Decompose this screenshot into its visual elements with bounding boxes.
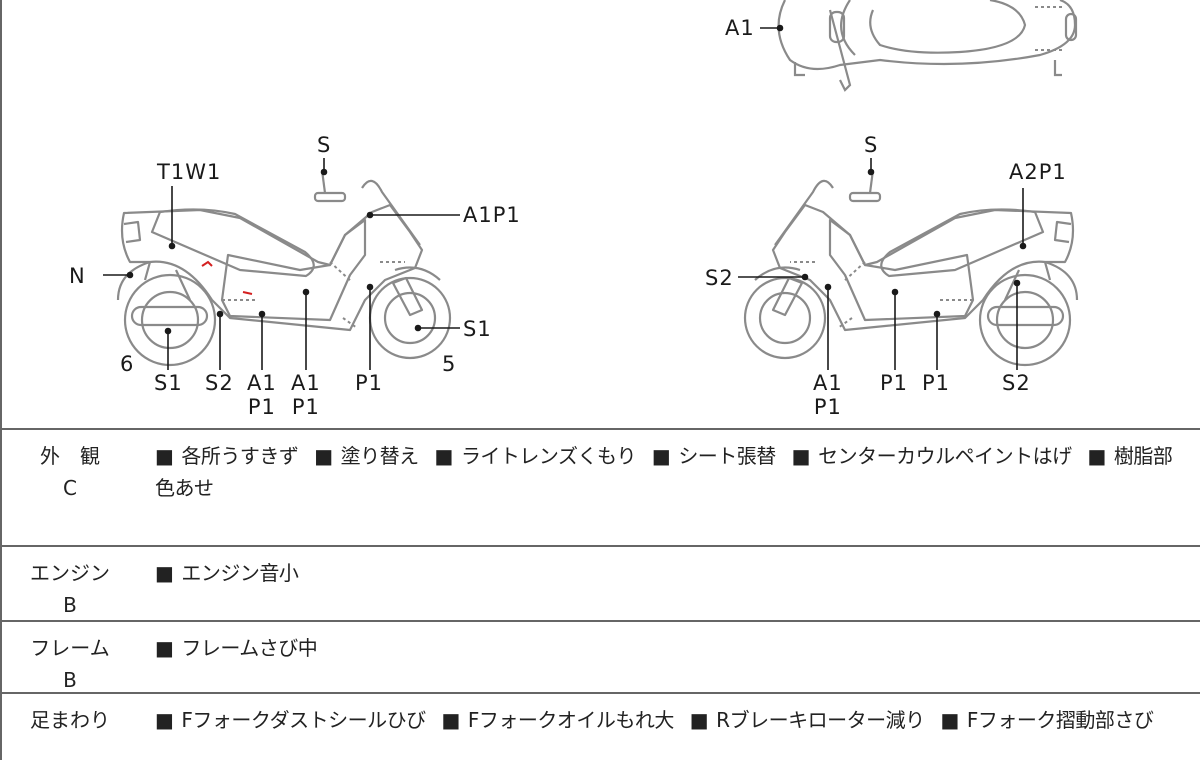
row-items: ■各所うすきず ■塗り替え ■ライトレンズくもり ■シート張替 ■センターカウル…: [155, 440, 1185, 504]
label-p1: P1: [247, 395, 276, 419]
bullet-square-icon: ■: [314, 444, 333, 468]
left-label-5: 5: [442, 352, 457, 376]
condition-item: ■ Rブレーキローター減り: [690, 708, 925, 732]
right-side-view-drawing: [743, 168, 1079, 367]
condition-item: ■ センターカウルペイントはげ: [792, 444, 1072, 468]
grade-label: B: [63, 593, 77, 617]
right-label-a2p1: A2P1: [1009, 160, 1067, 184]
condition-item: ■ フレームさび中: [155, 636, 318, 660]
category-label: 足まわり: [30, 708, 110, 732]
left-label-a1p1: A1P1: [463, 203, 521, 227]
row-category: 足まわり: [0, 704, 140, 736]
condition-item: ■ Fフォーク摺動部さび: [940, 708, 1153, 732]
grade-label: C: [63, 476, 77, 500]
condition-text: センターカウルペイントはげ: [818, 444, 1072, 468]
table-row-suspension: 足まわり ■ Fフォークダストシールひび ■ Fフォークオイルもれ大 ■ Rブレーキロ…: [0, 692, 1200, 774]
top-view-label-a1: A1: [725, 16, 755, 40]
right-label-p1-b: P1: [922, 371, 951, 395]
bullet-square-icon: ■: [689, 708, 709, 732]
left-label-s1-front: S1: [463, 317, 492, 341]
label-a1: A1: [291, 371, 321, 395]
bullet-square-icon: ■: [940, 708, 959, 732]
condition-item: ■ 塗り替え: [314, 444, 420, 468]
condition-text: Rブレーキローター減り: [716, 708, 925, 732]
bullet-square-icon: ■: [155, 636, 174, 660]
left-label-t1w1: T1W1: [157, 160, 222, 184]
bullet-square-icon: ■: [155, 561, 174, 585]
condition-text: エンジン音小: [181, 561, 299, 585]
condition-text: Fフォークダストシールひび: [181, 708, 426, 732]
condition-item: ■ Fフォークダストシールひび: [155, 708, 426, 732]
condition-text: シート張替: [678, 444, 776, 468]
bullet-square-icon: ■: [155, 444, 174, 468]
damage-marks: [201, 260, 253, 295]
label-p1: P1: [291, 395, 320, 419]
row-items: ■ フレームさび中: [155, 632, 1185, 664]
condition-text: 各所うすきず: [181, 444, 299, 468]
category-label: エンジン: [30, 561, 110, 585]
leader-lines: [103, 24, 1027, 370]
bullet-square-icon: ■: [1087, 444, 1106, 468]
right-label-s: S: [864, 133, 879, 157]
condition-item: ■ 各所うすきず: [155, 444, 299, 468]
right-label-s2-rear: S2: [1002, 371, 1031, 395]
left-label-s: S: [317, 133, 332, 157]
top-view-drawing: [777, 0, 1078, 92]
category-label: 外 観: [40, 444, 100, 468]
left-label-s2: S2: [205, 371, 234, 395]
condition-text: 塗り替え: [340, 444, 420, 468]
condition-item: ■樹脂部色あせ: [155, 444, 1173, 500]
bullet-square-icon: ■: [434, 444, 454, 468]
left-label-s1-rear: S1: [154, 371, 183, 395]
left-label-p1: P1: [355, 371, 384, 395]
row-category: エンジン B: [0, 557, 140, 621]
condition-item: ■ エンジン音小: [155, 561, 299, 585]
label-a1: A1: [813, 371, 843, 395]
right-label-p1-a: P1: [880, 371, 909, 395]
left-label-6: 6: [120, 352, 135, 376]
row-category: 外 観 C: [0, 440, 140, 504]
label-p1: P1: [813, 395, 842, 419]
condition-text: Fフォーク摺動部さび: [966, 708, 1154, 732]
condition-text: ライトレンズくもり: [460, 444, 637, 468]
condition-text: 樹脂部色あせ: [155, 444, 1173, 500]
label-a1: A1: [247, 371, 277, 395]
row-items: ■ エンジン音小: [155, 557, 1185, 589]
bullet-square-icon: ■: [155, 708, 174, 732]
table-row-engine: エンジン B ■ エンジン音小: [0, 545, 1200, 622]
bullet-square-icon: ■: [651, 444, 671, 468]
condition-item: ■ シート張替: [652, 444, 776, 468]
condition-text: Fフォークオイルもれ大: [467, 708, 675, 732]
right-label-s2-front: S2: [705, 266, 734, 290]
row-category: フレーム B: [0, 632, 140, 696]
table-row-frame: フレーム B ■ フレームさび中: [0, 620, 1200, 694]
condition-text: フレームさび中: [181, 636, 318, 660]
condition-item: ■ライトレンズくもり: [435, 444, 637, 468]
row-items: ■ Fフォークダストシールひび ■ Fフォークオイルもれ大 ■ Rブレーキローター減り…: [155, 704, 1185, 736]
condition-item: ■ Fフォークオイルもれ大: [441, 708, 675, 732]
category-label: フレーム: [30, 636, 110, 660]
left-label-n: N: [69, 264, 86, 288]
bullet-square-icon: ■: [791, 444, 811, 468]
bullet-square-icon: ■: [441, 708, 460, 732]
grade-label: B: [63, 668, 77, 692]
motorcycle-diagrams: [103, 0, 1079, 370]
